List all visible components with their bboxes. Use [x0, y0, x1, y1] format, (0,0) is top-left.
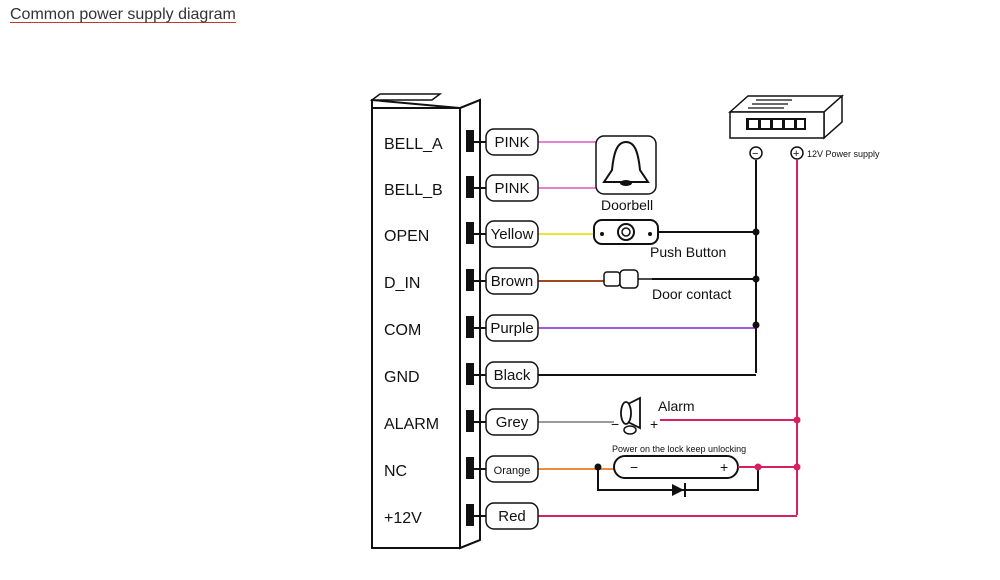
terminal-label: BELL_A — [384, 136, 443, 153]
wire-label: PINK — [494, 180, 529, 197]
wire-tag — [485, 455, 539, 483]
terminal-block-0 — [466, 130, 474, 152]
alarm-device: Alarm − + — [611, 396, 695, 435]
wire-label: Brown — [491, 273, 534, 290]
terminal-label: COM — [384, 322, 421, 339]
terminal-block-4 — [466, 316, 474, 338]
terminal-label: D_IN — [384, 275, 420, 292]
wire-label: Black — [494, 367, 531, 384]
wire-label: Red — [498, 508, 526, 525]
positive-bus — [660, 160, 801, 515]
psu-label: 12V Power supply — [807, 149, 880, 159]
wire-tag — [485, 220, 539, 248]
page-title: Common power supply diagram — [10, 6, 236, 23]
wire-tag — [485, 174, 539, 202]
wire-label: Yellow — [491, 226, 534, 243]
terminal-block-6 — [466, 410, 474, 432]
terminal-label: ALARM — [384, 416, 439, 433]
terminal-label: BELL_B — [384, 182, 443, 199]
wire-label: Orange — [494, 465, 531, 477]
psu-minus-symbol: − — [752, 148, 758, 160]
terminal-label: OPEN — [384, 228, 429, 245]
doorbell-device: Doorbell — [595, 135, 657, 213]
diode-icon — [672, 484, 684, 496]
alarm-plus: + — [650, 416, 658, 432]
wire-tag — [485, 502, 539, 530]
lock-note: Power on the lock keep unlocking — [612, 444, 746, 454]
lock-device: Power on the lock keep unlocking − + — [594, 444, 762, 497]
wire-tag — [485, 361, 539, 389]
lock-minus: − — [630, 459, 638, 475]
door-contact-label: Door contact — [652, 286, 731, 302]
alarm-label: Alarm — [658, 398, 695, 414]
door-contact-icon — [603, 271, 621, 287]
wire-tag — [485, 408, 539, 436]
terminal-block-1 — [466, 176, 474, 198]
alarm-minus: − — [611, 416, 619, 432]
wire-label: Purple — [490, 320, 533, 337]
terminal-block-3 — [466, 269, 474, 291]
positive-terminal-icon — [790, 146, 804, 160]
push-button-device: Push Button — [593, 219, 726, 260]
lock-plus: + — [720, 459, 728, 475]
negative-terminal-icon — [749, 146, 763, 160]
terminal-block-7 — [466, 457, 474, 479]
terminal-block-2 — [466, 222, 474, 244]
terminal-label: NC — [384, 463, 407, 480]
psu-plus-symbol: + — [793, 148, 799, 160]
terminal-block-8 — [466, 504, 474, 526]
push-button-label: Push Button — [650, 244, 726, 260]
terminal-label: +12V — [384, 510, 422, 527]
negative-bus — [652, 160, 760, 373]
terminal-list: BELL_A BELL_B OPEN D_IN COM GND ALARM NC +12V — [384, 130, 486, 527]
wire-label: Grey — [496, 414, 529, 431]
terminal-block-5 — [466, 363, 474, 385]
wire-tag — [485, 128, 539, 156]
doorbell-label: Doorbell — [601, 197, 653, 213]
wire-list: PINK PINK YellowBrownPurpleBlackGreyOrange… — [485, 128, 797, 530]
power-supply-unit: − + 12V Power supply — [728, 94, 880, 160]
wire-tag — [485, 267, 539, 295]
wire-tag — [485, 314, 539, 342]
terminal-label: GND — [384, 369, 420, 386]
door-contact-device: Door contact — [603, 269, 731, 302]
wire-label: PINK — [494, 134, 529, 151]
